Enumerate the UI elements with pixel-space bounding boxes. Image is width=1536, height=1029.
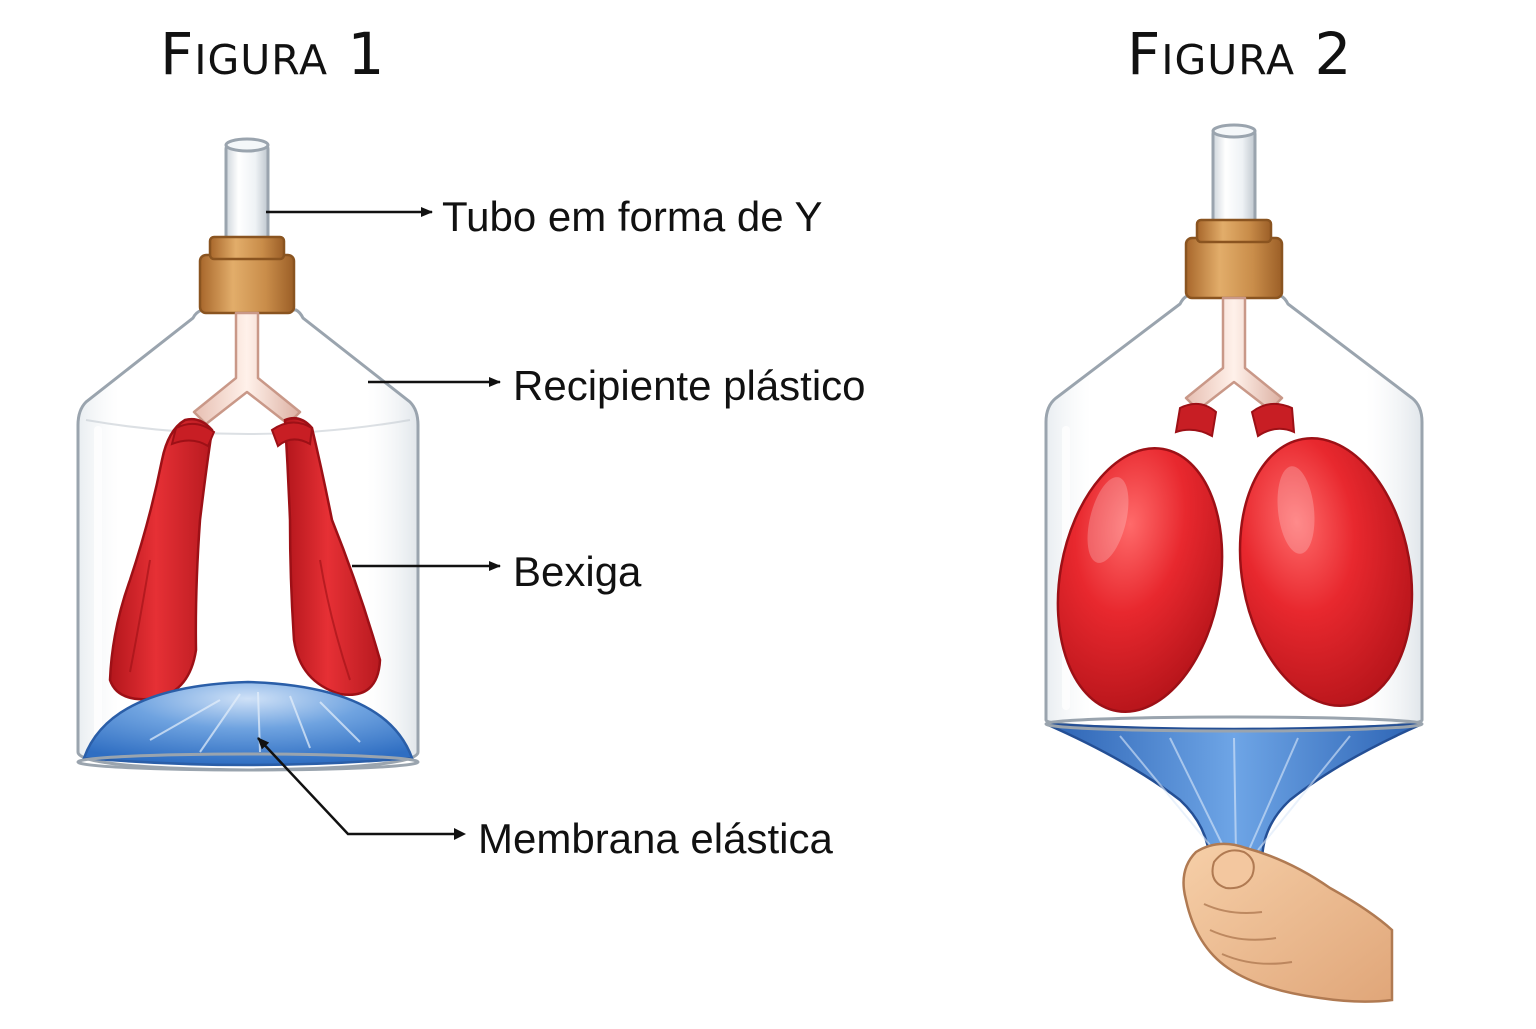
hand-thumb (1211, 849, 1255, 890)
bottle-shoulder-line (85, 419, 411, 435)
cork-stopper (198, 253, 296, 315)
balloon-right-neck (270, 421, 314, 448)
bottle-base-rim-2 (1044, 715, 1424, 733)
y-tube (192, 311, 302, 426)
balloon-right-neck-2 (1250, 402, 1296, 438)
glass-tube-top (224, 141, 270, 247)
label-plastic-bottle: Recipiente plástico (513, 362, 866, 409)
figure-1-title: Figura 1 (160, 20, 386, 88)
figure-2-title: Figura 2 (1127, 20, 1353, 88)
hand-pulling-membrane (1182, 842, 1394, 1003)
figure-2-model (1044, 123, 1424, 1003)
balloon-left-neck (170, 422, 216, 448)
membrane-striations (149, 691, 361, 753)
bottle-base-rim (76, 752, 420, 772)
cork-rim-2 (1195, 218, 1273, 244)
cork-rim (208, 235, 286, 261)
label-balloon: Bexiga (513, 548, 642, 595)
figure-1-model (76, 137, 501, 840)
balloon-right-fold (319, 559, 351, 681)
glass-tube-opening (224, 137, 270, 153)
hand-finger-lines (1203, 903, 1293, 965)
balloon-left-neck-2 (1174, 402, 1218, 438)
balloon-left-shine (1087, 477, 1129, 563)
y-tube-2 (1184, 296, 1284, 412)
arrow-membrane (257, 737, 462, 836)
label-elastic-membrane: Membrana elástica (478, 815, 833, 862)
cork-stopper-2 (1184, 236, 1284, 300)
label-y-tube: Tubo em forma de Y (442, 193, 823, 240)
balloon-left-fold (129, 559, 151, 673)
balloon-left-inflated (1056, 447, 1224, 713)
balloon-right-deflated (283, 417, 382, 697)
glass-tube-top-2 (1211, 126, 1257, 234)
balloon-right-inflated (1238, 437, 1414, 707)
glass-tube-opening-2 (1211, 123, 1257, 139)
arrow-membrane-tail-head (454, 828, 466, 840)
elastic-membrane-dome (82, 680, 414, 767)
membrane-pleats (1119, 735, 1351, 855)
balloon-right-shine (1277, 466, 1315, 554)
